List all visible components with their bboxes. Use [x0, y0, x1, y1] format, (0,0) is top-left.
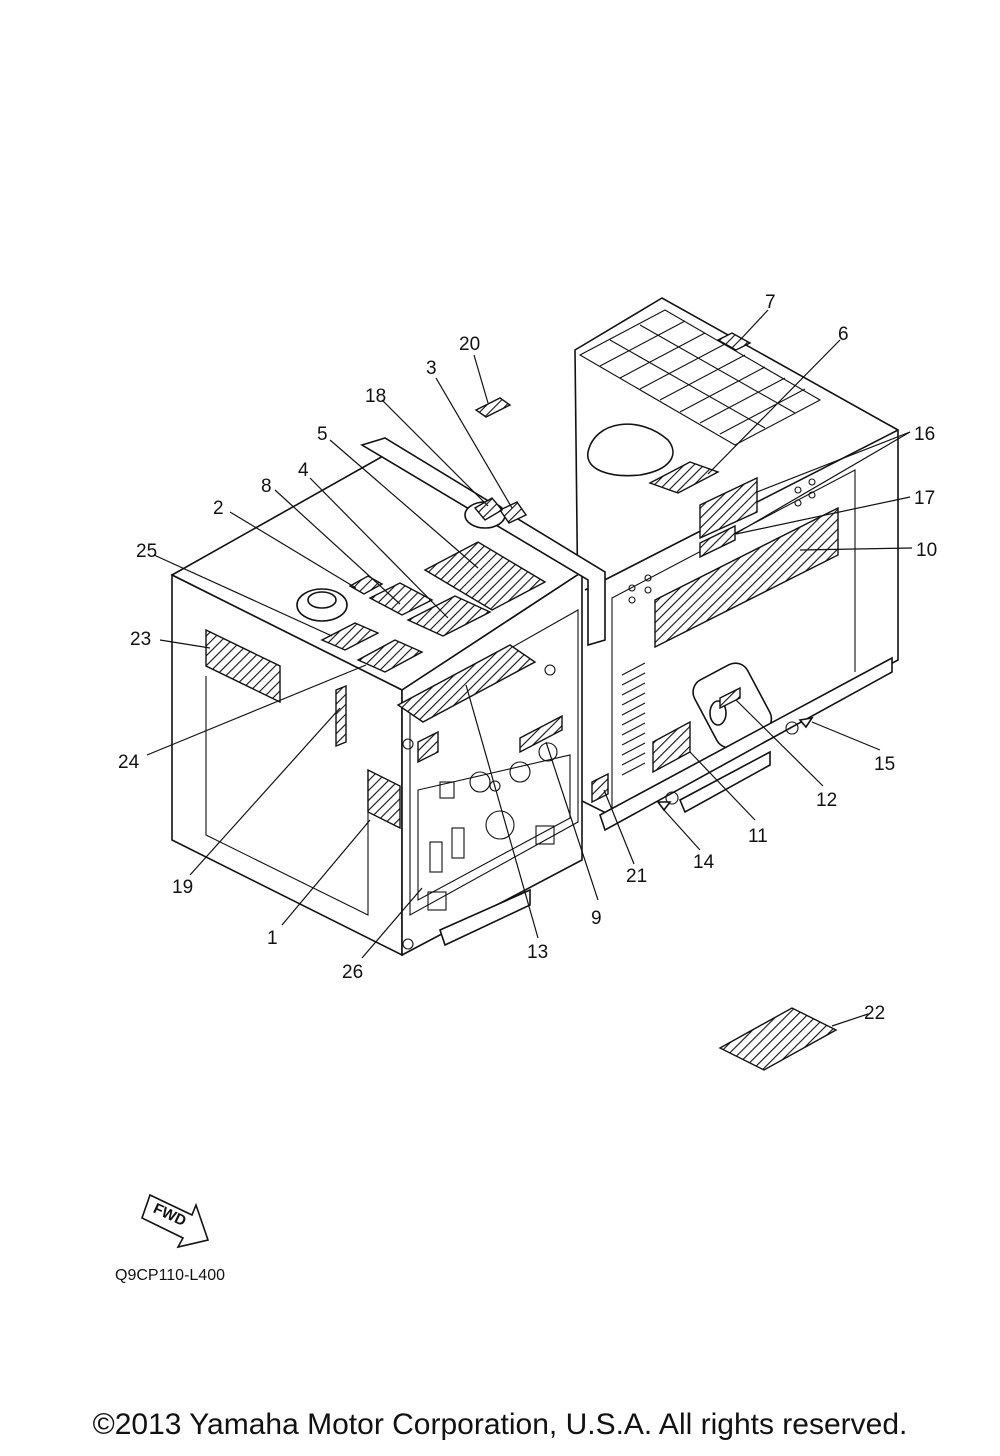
callout-7: 7: [765, 292, 776, 313]
decal-16: [699, 476, 758, 540]
callout-22: 22: [864, 1003, 885, 1024]
decal-7: [716, 332, 752, 351]
callout-15: 15: [874, 754, 895, 775]
callout-20: 20: [459, 334, 480, 355]
decal-9: [519, 714, 563, 754]
decal-24: [356, 639, 424, 673]
callout-26: 26: [342, 962, 363, 983]
callout-19: 19: [172, 877, 193, 898]
decal-20: [474, 397, 512, 418]
callout-8: 8: [261, 476, 272, 497]
top-air-grille: [578, 309, 822, 446]
callout-9: 9: [591, 908, 602, 929]
decal-4: [406, 595, 492, 637]
decal-25: [320, 622, 380, 651]
drawing-code: Q9CP110-L400: [115, 1267, 225, 1284]
decal-21: [591, 772, 609, 804]
callout-12: 12: [816, 790, 837, 811]
decal-26: [417, 730, 439, 764]
callout-18: 18: [365, 386, 386, 407]
callout-21: 21: [626, 866, 647, 887]
decals: [205, 332, 839, 1071]
decal-5: [423, 541, 547, 611]
callout-4: 4: [298, 460, 309, 481]
decal-18: [473, 497, 504, 521]
decal-17: [699, 524, 736, 559]
callout-24: 24: [118, 752, 140, 773]
callout-13: 13: [527, 942, 548, 963]
decal-14: [656, 801, 672, 812]
callout-2: 2: [213, 498, 224, 519]
decal-23: [205, 628, 281, 704]
decal-1: [367, 768, 401, 830]
generator-body: [170, 297, 899, 957]
callout-23: 23: [130, 629, 151, 650]
callout-11: 11: [748, 826, 768, 847]
callout-16: 16: [914, 424, 935, 445]
callout-10: 10: [916, 540, 937, 561]
side-louvers: [621, 662, 646, 776]
copyright-notice: ©2013 Yamaha Motor Corporation, U.S.A. A…: [92, 1408, 908, 1441]
callout-17: 17: [914, 488, 935, 509]
decal-22: [718, 1007, 838, 1071]
decal-13: [396, 644, 537, 723]
decal-10: [654, 506, 839, 649]
decal-12: [719, 686, 741, 710]
decal-3: [498, 501, 528, 524]
callout-14: 14: [693, 852, 715, 873]
fwd-arrow-icon: FWD: [141, 1193, 210, 1249]
decal-19: [335, 684, 347, 748]
decal-15: [798, 716, 814, 729]
callout-1: 1: [267, 928, 278, 949]
callout-6: 6: [838, 324, 849, 345]
callout-25: 25: [136, 541, 157, 562]
callout-3: 3: [426, 358, 437, 379]
leader-lines: [146, 309, 913, 1027]
decal-6: [648, 461, 720, 494]
callouts: 1 2 3 4 5 6 7 8 9 10 11 12 13 14 15 16 1…: [118, 292, 937, 1024]
callout-5: 5: [317, 424, 328, 445]
